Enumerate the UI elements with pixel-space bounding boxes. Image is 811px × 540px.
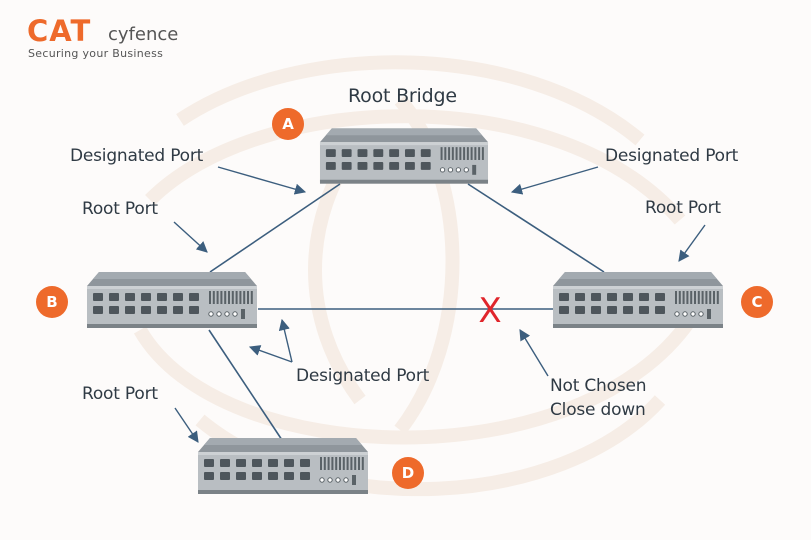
switch-port bbox=[357, 149, 368, 158]
switch-a bbox=[318, 128, 490, 188]
switch-port bbox=[404, 149, 415, 158]
switch-port bbox=[420, 149, 431, 158]
switch-port bbox=[284, 472, 294, 480]
switch-port bbox=[189, 306, 199, 314]
switch-b bbox=[85, 272, 259, 332]
switch-port bbox=[268, 459, 278, 467]
brand-tagline: Securing your Business bbox=[28, 47, 164, 60]
blocked-marker: X bbox=[478, 291, 501, 331]
switch-port bbox=[141, 293, 151, 301]
switch-port bbox=[639, 293, 649, 301]
arrow-root-c bbox=[678, 224, 706, 262]
switch-port bbox=[189, 293, 199, 301]
switch-port bbox=[389, 161, 400, 170]
switch-port bbox=[607, 293, 617, 301]
switch-port bbox=[420, 161, 431, 170]
arrow-root-d bbox=[174, 407, 199, 443]
switch-icon bbox=[319, 128, 489, 184]
switch-port bbox=[623, 306, 633, 314]
switch-port bbox=[341, 161, 352, 170]
switch-port bbox=[300, 472, 310, 480]
switch-port bbox=[655, 306, 665, 314]
switch-c bbox=[551, 272, 725, 332]
label-root-port-d: Root Port bbox=[82, 384, 158, 404]
arrow-designated-b-2 bbox=[248, 345, 293, 363]
switch-port bbox=[173, 293, 183, 301]
switch-d bbox=[196, 438, 370, 498]
switch-icon bbox=[553, 272, 723, 328]
switch-port bbox=[252, 459, 262, 467]
arrow-not-chosen bbox=[519, 329, 549, 377]
link-a-c bbox=[467, 183, 605, 273]
switch-port bbox=[607, 306, 617, 314]
switch-port bbox=[93, 293, 103, 301]
switch-port bbox=[236, 459, 246, 467]
switch-port bbox=[357, 161, 368, 170]
arrow-root-b bbox=[173, 221, 208, 253]
brand-name: cyfence bbox=[108, 24, 179, 45]
switch-port bbox=[173, 306, 183, 314]
arrow-designated-b-1 bbox=[278, 318, 293, 363]
switch-port bbox=[591, 293, 601, 301]
arrow-designated-a-left bbox=[217, 166, 307, 195]
switch-port bbox=[655, 293, 665, 301]
switch-port bbox=[559, 293, 569, 301]
badge-d: D bbox=[392, 457, 424, 489]
arrow-designated-a-right bbox=[510, 166, 599, 195]
switch-port bbox=[220, 472, 230, 480]
switch-port bbox=[109, 306, 119, 314]
switch-port bbox=[325, 149, 336, 158]
switch-port bbox=[559, 306, 569, 314]
switch-port bbox=[373, 161, 384, 170]
switch-port bbox=[125, 306, 135, 314]
switch-port bbox=[623, 293, 633, 301]
switch-port bbox=[389, 149, 400, 158]
switch-port bbox=[236, 472, 246, 480]
switch-port bbox=[575, 293, 585, 301]
switch-port bbox=[204, 472, 214, 480]
label-root-port-b: Root Port bbox=[82, 199, 158, 219]
switch-port bbox=[220, 459, 230, 467]
switch-port bbox=[404, 161, 415, 170]
switch-port bbox=[141, 306, 151, 314]
switch-port bbox=[639, 306, 649, 314]
switch-port bbox=[284, 459, 294, 467]
switch-port bbox=[575, 306, 585, 314]
link-a-b bbox=[209, 183, 341, 273]
label-close-down: Close down bbox=[550, 400, 646, 420]
switch-icon bbox=[198, 438, 368, 494]
label-root-port-c: Root Port bbox=[645, 198, 721, 218]
badge-c: C bbox=[741, 286, 773, 318]
link-b-d bbox=[208, 329, 283, 441]
switch-icon bbox=[87, 272, 257, 328]
switch-port bbox=[93, 306, 103, 314]
switch-port bbox=[341, 149, 352, 158]
label-not-chosen: Not Chosen bbox=[550, 376, 647, 396]
switch-port bbox=[157, 293, 167, 301]
switch-port bbox=[109, 293, 119, 301]
switch-port bbox=[204, 459, 214, 467]
switch-port bbox=[125, 293, 135, 301]
switch-port bbox=[157, 306, 167, 314]
brand-mark: CAT bbox=[27, 14, 92, 48]
switch-port bbox=[373, 149, 384, 158]
badge-b: B bbox=[36, 286, 68, 318]
switch-port bbox=[252, 472, 262, 480]
switch-port bbox=[268, 472, 278, 480]
title-root-bridge: Root Bridge bbox=[348, 85, 457, 107]
switch-port bbox=[325, 161, 336, 170]
switch-port bbox=[300, 459, 310, 467]
label-designated-port-b: Designated Port bbox=[296, 366, 430, 386]
badge-a: A bbox=[272, 108, 304, 140]
label-designated-port-a-left: Designated Port bbox=[70, 146, 204, 166]
label-designated-port-a-right: Designated Port bbox=[605, 146, 739, 166]
switch-port bbox=[591, 306, 601, 314]
